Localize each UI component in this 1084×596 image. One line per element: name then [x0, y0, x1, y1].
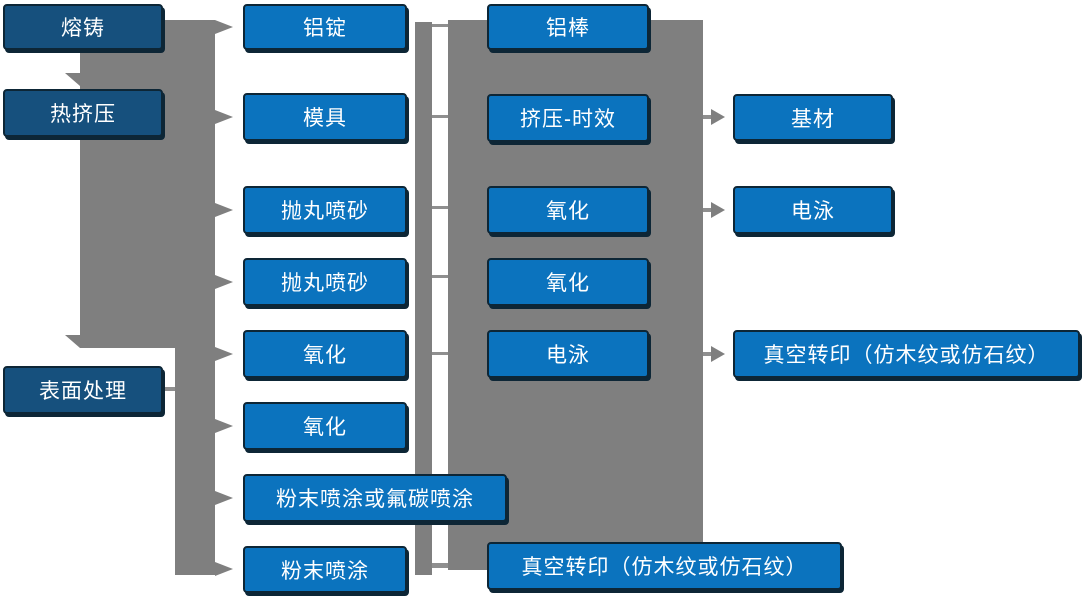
- node-oxidation-4: 氧化: [487, 258, 649, 306]
- node-vacuum-transfer-right: 真空转印（仿木纹或仿石纹）: [733, 330, 1080, 378]
- node-shot-blasting-1: 抛丸喷砂: [243, 186, 407, 234]
- node-powder-coating: 粉末喷涂: [243, 546, 407, 593]
- arrowhead-to-mold: [215, 110, 233, 124]
- node-electrophoresis-2: 电泳: [733, 186, 893, 234]
- connector-link-row2: [432, 115, 448, 118]
- connector-stub-to-vacuum-transfer: [703, 352, 713, 356]
- node-hot-extrusion: 热挤压: [3, 89, 163, 137]
- node-vacuum-transfer-bottom: 真空转印（仿木纹或仿石纹）: [487, 542, 842, 590]
- node-oxidation-1: 氧化: [243, 330, 407, 378]
- arrowhead-to-oxidation-1: [215, 347, 233, 361]
- node-oxidation-2: 氧化: [243, 402, 407, 450]
- node-mold: 模具: [243, 93, 407, 141]
- arrowhead-to-shot-blasting-1: [215, 203, 233, 217]
- connector-stub-surface-treatment: [161, 387, 175, 391]
- connector-link-row1: [432, 24, 448, 27]
- connector-link-row5: [432, 352, 448, 355]
- arrowhead-to-oxidation-2: [215, 419, 233, 433]
- arrowhead-to-aluminum-ingot: [215, 20, 233, 34]
- node-oxidation-3: 氧化: [487, 186, 649, 234]
- arrowhead-down-to-hot-extrusion: [65, 73, 95, 86]
- arrowhead-down-to-surface-treatment: [65, 335, 95, 348]
- connector-link-row-bottom: [432, 563, 448, 568]
- node-aluminum-rod: 铝棒: [487, 4, 649, 50]
- node-substrate: 基材: [733, 94, 893, 141]
- connector-link-row3: [432, 206, 448, 209]
- node-shot-blasting-2: 抛丸喷砂: [243, 258, 407, 306]
- connector-stub-to-electrophoresis: [703, 208, 713, 212]
- arrowhead-to-powder-or-fluorocarbon: [215, 491, 233, 505]
- node-aluminum-ingot: 铝锭: [243, 4, 407, 50]
- arrowhead-to-substrate: [711, 109, 725, 125]
- connector-bar-left-lower: [175, 348, 215, 575]
- connector-band-left: [80, 20, 215, 348]
- node-melting-casting: 熔铸: [3, 4, 163, 50]
- node-electrophoresis-1: 电泳: [487, 330, 649, 378]
- arrowhead-to-powder-coating: [215, 562, 233, 576]
- connector-stub-to-substrate: [703, 115, 713, 119]
- node-surface-treatment: 表面处理: [3, 366, 163, 414]
- arrowhead-to-shot-blasting-2: [215, 275, 233, 289]
- arrowhead-to-electrophoresis: [711, 202, 725, 218]
- node-extrusion-aging: 挤压-时效: [487, 94, 649, 142]
- node-powder-or-fluorocarbon-coating: 粉末喷涂或氟碳喷涂: [243, 474, 507, 522]
- arrowhead-to-vacuum-transfer: [711, 346, 725, 362]
- connector-link-row4: [432, 275, 448, 278]
- connector-panel-foot: [448, 543, 493, 570]
- connector-bar-middle: [415, 22, 432, 575]
